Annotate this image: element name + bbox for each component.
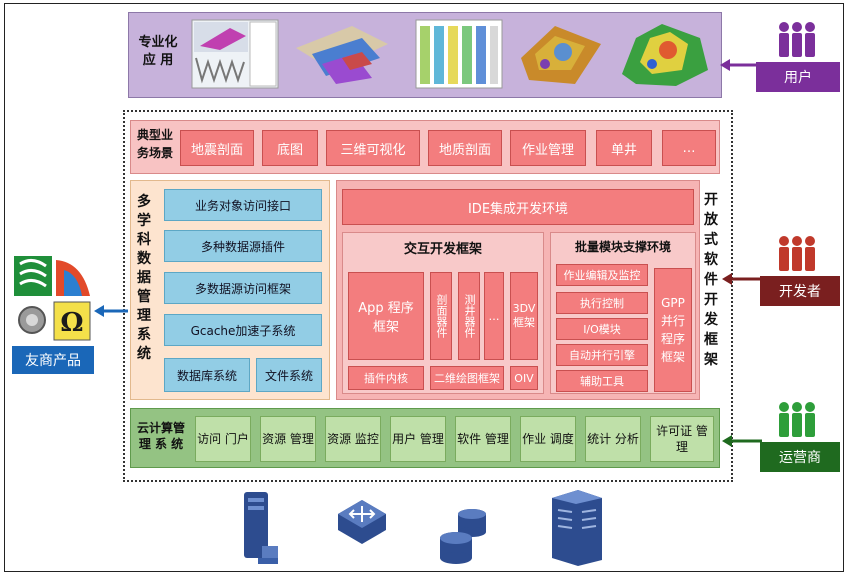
- user-people-icon: [779, 22, 815, 57]
- cloud-resource-management: 资源 管理: [260, 416, 316, 462]
- role-operator: 运营商: [760, 442, 840, 472]
- database-icon: [440, 509, 486, 564]
- cloud-management-label: 云计算管理 系 统: [136, 421, 185, 451]
- partner-products-label: 友商产品: [12, 346, 94, 374]
- app-3d-section: [296, 26, 388, 84]
- cloud-resource-monitoring: 资源 监控: [325, 416, 381, 462]
- scenario-single-well: 单井: [596, 130, 652, 166]
- cloud-job-scheduling: 作业 调度: [520, 416, 576, 462]
- cloud-user-management: 用户 管理: [390, 416, 446, 462]
- scenario-seismic-section: 地震剖面: [180, 130, 254, 166]
- cloud-access-portal: 访问 门户: [195, 416, 251, 462]
- multi-source-access-framework: 多数据源访问框架: [164, 272, 322, 304]
- cloud-software-management: 软件 管理: [455, 416, 511, 462]
- developer-arrow: [722, 273, 762, 285]
- operator-people-icon: [779, 402, 815, 437]
- ide-environment: IDE集成开发环境: [342, 189, 694, 225]
- gpp-framework: GPP 并行 程序 框架: [654, 268, 692, 392]
- app-framework: App 程序框架: [348, 272, 424, 360]
- batch-support-title: 批量模块支撑环境: [574, 240, 671, 254]
- partner-arrow: [94, 305, 128, 317]
- cloud-statistics: 统计 分析: [585, 416, 641, 462]
- data-management-label: 多学科数据管理系统: [137, 194, 151, 362]
- database-system: 数据库系统: [164, 358, 250, 392]
- svg-text:Ω: Ω: [60, 308, 83, 338]
- scenario-geologic-section: 地质剖面: [428, 130, 502, 166]
- cloud-license-management: 许可证 管理: [650, 416, 714, 462]
- section-component: 剖面器件: [430, 272, 452, 360]
- framework-3dv-text: 3DV框架: [512, 302, 536, 329]
- business-object-interface: 业务对象访问接口: [164, 189, 322, 221]
- app-screenshot-1: [191, 19, 279, 89]
- plugin-kernel: 插件内核: [348, 366, 424, 390]
- oiv: OIV: [510, 366, 538, 390]
- multi-source-plugins: 多种数据源插件: [164, 230, 322, 262]
- user-arrow: [720, 59, 760, 71]
- app-3d-horizon: [521, 26, 601, 84]
- router-icon: [338, 500, 386, 544]
- operator-arrow: [722, 435, 762, 447]
- gcache-subsystem: Gcache加速子系统: [164, 314, 322, 346]
- 2d-drawing-framework: 二维绘图框架: [430, 366, 504, 390]
- auto-parallel-engine: 自动并行引擎: [556, 344, 648, 366]
- auxiliary-tools: 辅助工具: [556, 370, 648, 392]
- well-log-component: 测井器件: [458, 272, 480, 360]
- partner-logos: Ω: [14, 256, 91, 341]
- scenario-base-map: 底图: [262, 130, 318, 166]
- outer-frame: [4, 3, 844, 572]
- scenario-3d-visualization: 三维可视化: [326, 130, 420, 166]
- storage-array-icon: [552, 490, 602, 566]
- platform-boundary: [123, 110, 733, 482]
- server-icon: [244, 492, 278, 564]
- app-well-log: [415, 19, 503, 89]
- applications-label: 专业化 应 用: [138, 35, 178, 68]
- scenario-label: 典型业务场景: [136, 128, 173, 160]
- developer-people-icon: [779, 236, 815, 271]
- execution-control: 执行控制: [556, 292, 648, 314]
- component-more: …: [484, 272, 504, 360]
- framework-3dv: 3DV框架: [510, 272, 538, 360]
- role-user: 用户: [756, 62, 840, 92]
- file-system: 文件系统: [256, 358, 322, 392]
- app-3d-surface: [622, 24, 708, 86]
- job-edit-monitor: 作业编辑及监控: [556, 264, 648, 286]
- io-module: I/O模块: [556, 318, 648, 340]
- scenario-job-management: 作业管理: [510, 130, 586, 166]
- open-framework-label: 开放式软件开发框架: [704, 192, 718, 368]
- role-developer: 开发者: [760, 276, 840, 306]
- scenario-more: …: [662, 130, 716, 166]
- interactive-framework-title: 交互开发框架: [403, 242, 482, 257]
